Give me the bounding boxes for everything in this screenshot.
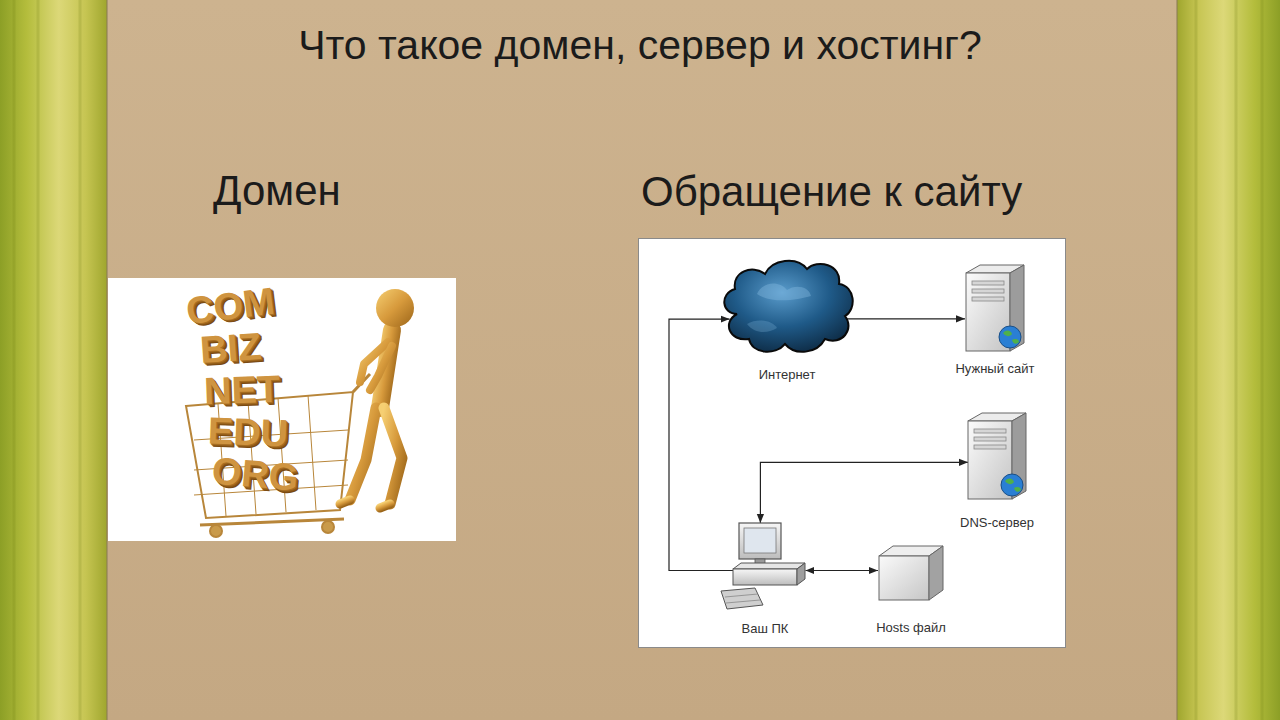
- node-label: DNS-сервер: [960, 515, 1034, 530]
- server-icon: [962, 263, 1028, 353]
- network-node: Hosts файл: [874, 544, 948, 636]
- network-node: Ваш ПК: [717, 521, 813, 637]
- network-node: Интернет: [715, 254, 859, 383]
- network-node: DNS-сервер: [958, 411, 1036, 531]
- domain-zone-letters: BIZ: [199, 326, 263, 370]
- figure-panel: ДоменCOMBIZNETEDUORG: [108, 278, 456, 541]
- file-box-icon: [878, 544, 944, 602]
- node-label: Нужный сайт: [955, 361, 1034, 376]
- pc-icon: [719, 521, 811, 611]
- domain-zone-letters: COM: [184, 281, 277, 332]
- section-heading: Домен: [213, 166, 341, 216]
- section-heading: Обращение к сайту: [641, 167, 1022, 217]
- domain-zone-letters: NET: [203, 369, 280, 412]
- connector-arrow: [847, 318, 965, 319]
- edge-shadow: [1176, 0, 1178, 720]
- stripes: [14, 0, 1262, 720]
- node-label: Hosts файл: [876, 620, 946, 635]
- shopping-figure-illustration: [108, 278, 456, 541]
- connector-arrow: [760, 462, 968, 523]
- node-label: Интернет: [759, 367, 816, 382]
- slide-title: Что такое домен, сервер и хостинг?: [0, 22, 1280, 69]
- left-border: [0, 0, 107, 720]
- right-border: [1177, 0, 1280, 720]
- domain-zone-letters: ORG: [210, 450, 300, 497]
- node-label: Ваш ПК: [742, 621, 789, 636]
- connector-arrow: [805, 570, 878, 571]
- server-icon: [964, 411, 1030, 501]
- figure-panel: Интернет Нужный сайтDNS-серверВаш ПК Hosts…: [638, 238, 1066, 648]
- connector-arrow: [669, 319, 733, 570]
- network-node: Нужный сайт: [953, 263, 1037, 377]
- domain-zone-letters: EDU: [207, 411, 289, 454]
- golden-figure: [340, 330, 402, 508]
- figure-head: [376, 289, 414, 327]
- cloud-icon: [717, 254, 857, 359]
